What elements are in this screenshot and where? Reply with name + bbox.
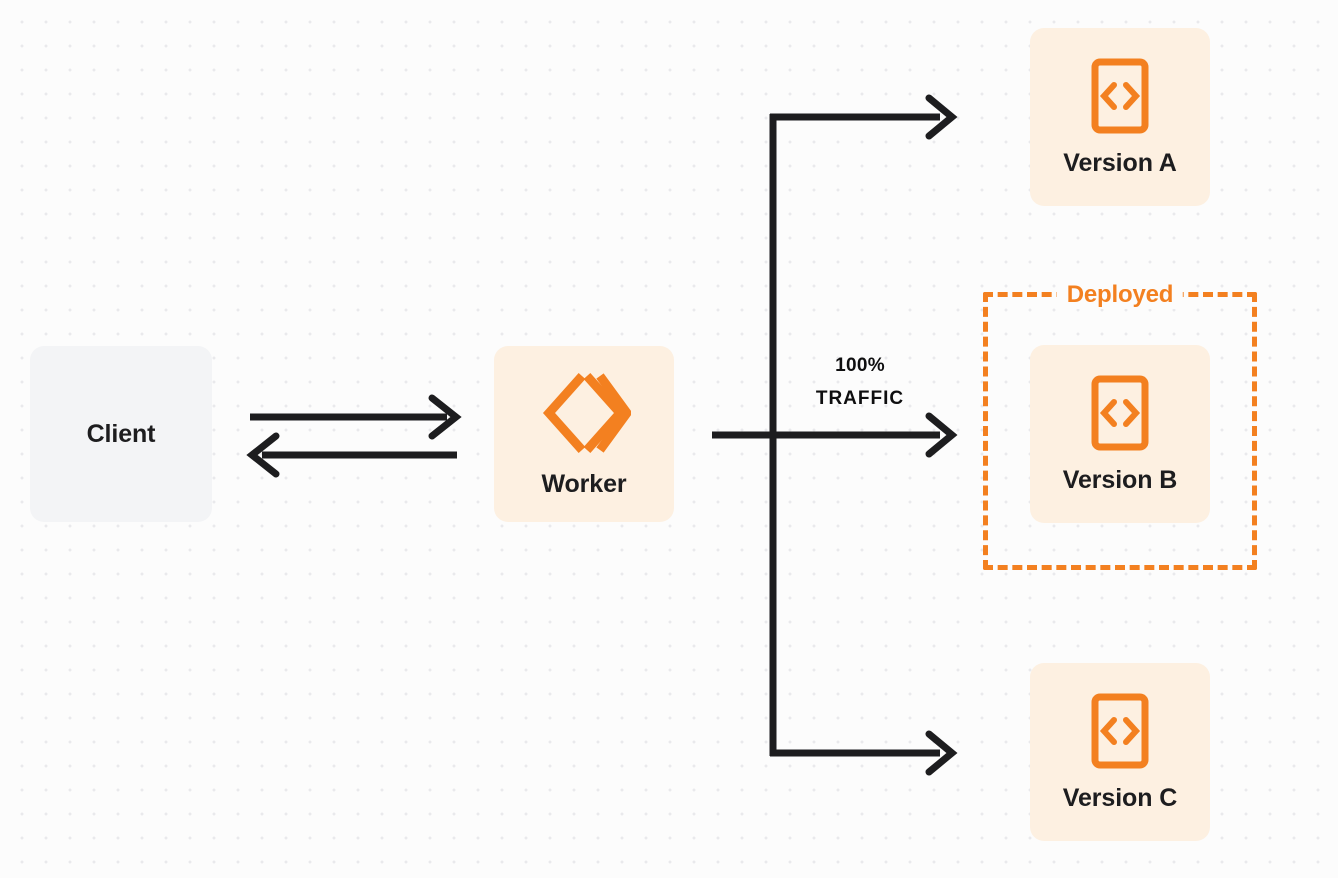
node-version-a-label: Version A bbox=[1063, 148, 1177, 177]
node-client-label: Client bbox=[86, 419, 156, 448]
group-deployed: Deployed bbox=[983, 281, 1257, 570]
edge-worker-to-version-b bbox=[712, 412, 958, 458]
edge-worker-to-client bbox=[246, 432, 457, 478]
code-brackets-icon bbox=[1090, 374, 1150, 452]
code-brackets-icon bbox=[1090, 692, 1150, 770]
node-client[interactable]: Client bbox=[30, 346, 212, 522]
node-version-c-label: Version C bbox=[1062, 783, 1178, 812]
traffic-percentage-label: 100% TRAFFIC bbox=[787, 349, 933, 415]
traffic-percent-value: 100% bbox=[835, 355, 885, 376]
node-version-b[interactable]: Version B bbox=[1030, 345, 1210, 523]
traffic-word: TRAFFIC bbox=[815, 388, 905, 409]
group-deployed-label: Deployed bbox=[1056, 281, 1184, 309]
edge-worker-to-version-a bbox=[770, 94, 958, 140]
edge-worker-to-version-c bbox=[770, 730, 958, 776]
node-version-b-label: Version B bbox=[1062, 465, 1178, 494]
node-worker-label: Worker bbox=[541, 469, 627, 498]
code-brackets-icon bbox=[1090, 57, 1150, 135]
node-worker[interactable]: Worker bbox=[494, 346, 674, 522]
node-version-a[interactable]: Version A bbox=[1030, 28, 1210, 206]
node-version-c[interactable]: Version C bbox=[1030, 663, 1210, 841]
cloudflare-workers-logo-icon bbox=[537, 370, 631, 456]
edge-client-to-worker bbox=[250, 394, 462, 440]
